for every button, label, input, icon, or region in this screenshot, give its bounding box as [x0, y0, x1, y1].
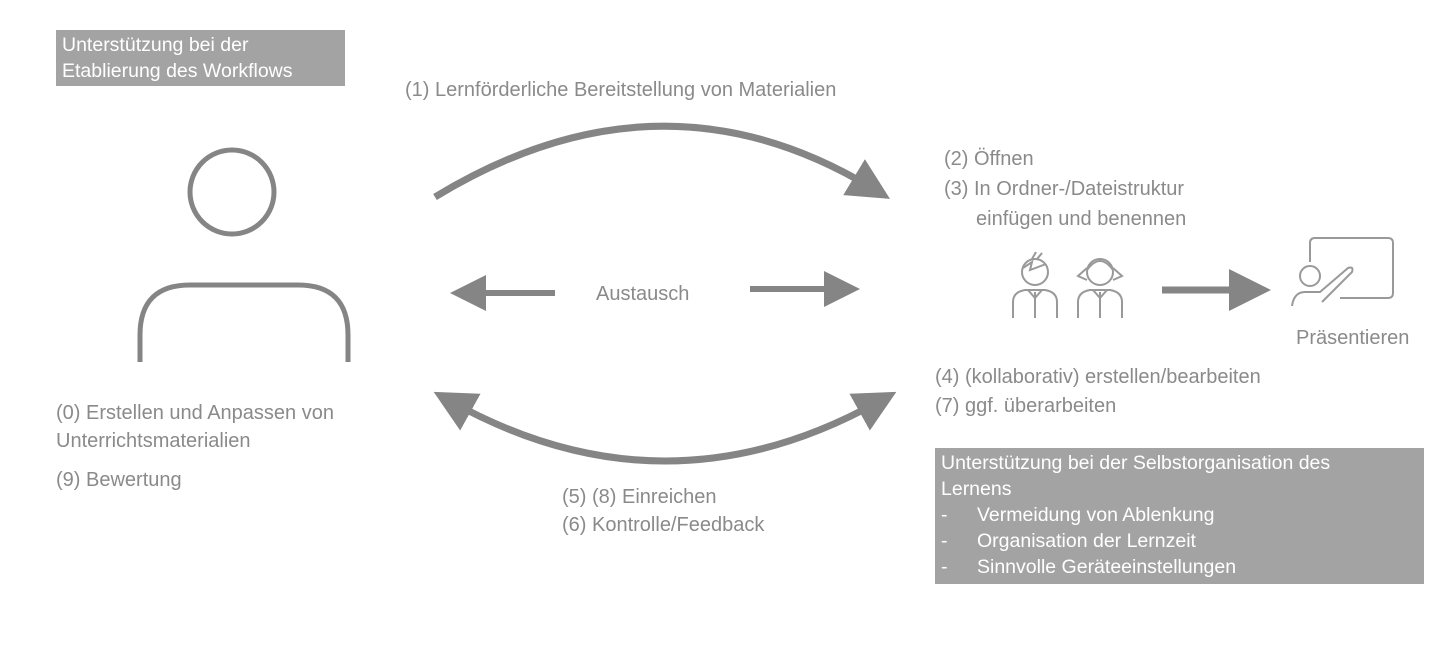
- student-support-box: Unterstützung bei der Selbstorganisation…: [935, 448, 1424, 584]
- bullet: -: [941, 530, 948, 552]
- list-item: - Organisation der Lernzeit: [941, 528, 1418, 554]
- step3-label-cont: einfügen und benennen: [976, 208, 1187, 230]
- provide-materials-arrow: [433, 122, 890, 200]
- step7-label: (7) ggf. überarbeiten: [935, 395, 1117, 417]
- teacher-person-icon: [137, 147, 351, 362]
- present-label: Präsentieren: [1296, 327, 1410, 349]
- bullet: -: [941, 504, 948, 526]
- list-item: - Vermeidung von Ablenkung: [941, 502, 1418, 528]
- list-item-text: Sinnvolle Geräteeinstellungen: [977, 556, 1237, 578]
- step3-label: (3) In Ordner-/Dateistruktur: [944, 178, 1185, 200]
- list-item-text: Organisation der Lernzeit: [977, 530, 1196, 552]
- list-item-text: Vermeidung von Ablenkung: [977, 504, 1215, 526]
- list-item: - Sinnvolle Geräteeinstellungen: [941, 554, 1418, 580]
- students-icon: [1012, 251, 1124, 318]
- step6-label: (6) Kontrolle/Feedback: [562, 514, 765, 536]
- step1-label: (1) Lernförderliche Bereitstellung von M…: [405, 79, 837, 101]
- step58-label: (5) (8) Einreichen: [562, 486, 717, 508]
- step9-label: (9) Bewertung: [56, 469, 182, 491]
- exchange-label: Austausch: [596, 283, 690, 305]
- step0-label-cont: Unterrichtsmaterialien: [56, 430, 251, 452]
- step2-label: (2) Öffnen: [944, 148, 1034, 170]
- teacher-support-line2: Etablierung des Workflows: [62, 60, 293, 82]
- student-support-title-cont: Lernens: [941, 478, 1012, 500]
- teacher-support-line1: Unterstützung bei der: [62, 34, 249, 56]
- teacher-support-box: Unterstützung bei der Etablierung des Wo…: [56, 30, 345, 86]
- presenting-icon: [1291, 237, 1394, 307]
- submit-feedback-arrow: [433, 391, 897, 465]
- bullet: -: [941, 556, 948, 578]
- step0-label: (0) Erstellen und Anpassen von: [56, 402, 334, 424]
- student-support-title: Unterstützung bei der Selbstorganisation…: [941, 452, 1331, 474]
- step4-label: (4) (kollaborativ) erstellen/bearbeiten: [935, 366, 1261, 388]
